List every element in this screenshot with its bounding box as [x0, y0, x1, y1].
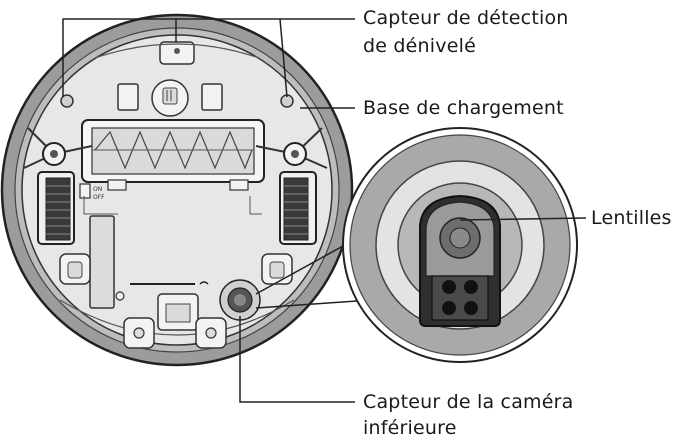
- wheel-left: [37, 171, 75, 245]
- camera-magnified-view: [342, 127, 578, 363]
- main-brush: [81, 119, 265, 191]
- switch-on-label: ON: [93, 186, 102, 193]
- label-cliff-sensor-line2: de dénivelé: [363, 35, 476, 57]
- power-switch-area: ON OFF: [79, 183, 262, 309]
- power-switch: [79, 183, 91, 199]
- charging-contact-right: [201, 83, 223, 111]
- battery-cover: [89, 215, 115, 309]
- callout-lenses: [459, 217, 587, 221]
- callout-cliff-right: [279, 18, 288, 98]
- label-charging-base: Base de chargement: [363, 97, 564, 119]
- side-brush-right: [255, 127, 328, 169]
- wheel-right: [279, 171, 317, 245]
- camera-sensor: [219, 279, 261, 321]
- callout-camera: [239, 316, 355, 403]
- label-camera-sensor-line2: inférieure: [363, 417, 457, 439]
- charging-contact-left: [117, 83, 139, 111]
- label-camera-sensor-line1: Capteur de la caméra: [363, 391, 574, 413]
- label-cliff-sensor-line1: Capteur de détection: [363, 7, 569, 29]
- side-brush-left: [23, 127, 93, 169]
- label-lenses: Lentilles: [591, 207, 672, 229]
- switch-off-label: OFF: [93, 194, 105, 201]
- cliff-sensor-left: [60, 94, 74, 108]
- callout-cliff-left: [62, 18, 355, 97]
- lower-features: [59, 253, 293, 349]
- callout-lines: [62, 18, 587, 403]
- front-sensor-area: [94, 41, 260, 117]
